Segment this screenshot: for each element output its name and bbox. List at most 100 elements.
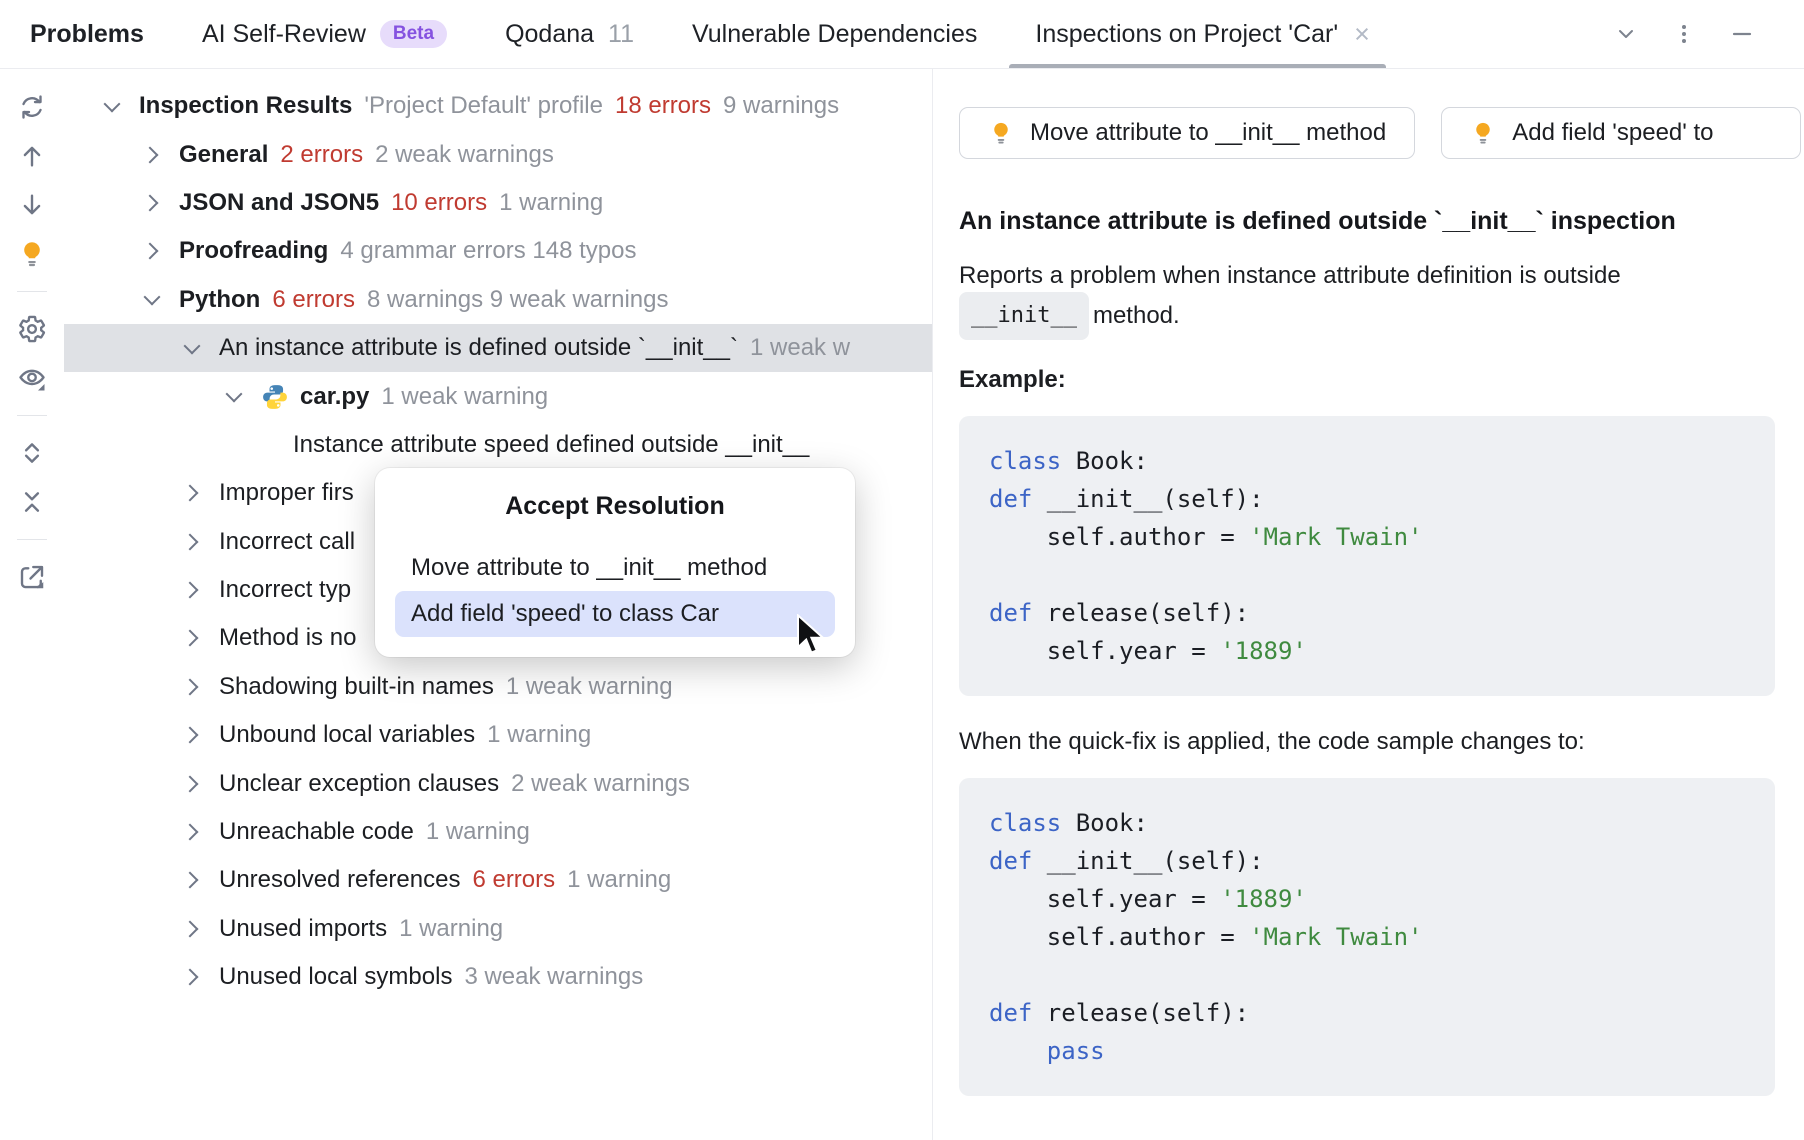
error-count: 2 errors: [280, 140, 364, 168]
chevron-right-icon[interactable]: [180, 629, 204, 647]
error-count: 6 errors: [472, 866, 556, 894]
inspection-details-panel: Move attribute to __init__ method Add fie…: [933, 69, 1804, 1140]
tree-row-an-instance-attribute-is-defined-outside-init[interactable]: An instance attribute is defined outside…: [64, 323, 932, 373]
popup-item-add-field-speed-to-class-car[interactable]: Add field 'speed' to class Car: [395, 591, 835, 637]
init-code-chip: __init__: [959, 292, 1089, 340]
warning-count: 'Project Default' profile: [364, 92, 603, 120]
tab-count: 11: [608, 19, 634, 48]
tree-row-incorrect-call[interactable]: Incorrect call: [64, 518, 932, 566]
toolbar-divider: [17, 291, 47, 292]
tree-row-label: Unbound local variables: [219, 721, 476, 749]
arrow-down-icon[interactable]: [17, 190, 47, 220]
tree-row-label: Instance attribute speed defined outside…: [293, 430, 810, 458]
warning-count: 8 warnings 9 weak warnings: [367, 285, 669, 313]
code-sample-before: class Book:def __init__(self): self.auth…: [959, 416, 1775, 696]
chevron-down-icon[interactable]: [140, 288, 164, 306]
code-line: self.author = 'Mark Twain': [989, 923, 1423, 951]
chevron-right-icon[interactable]: [180, 533, 204, 551]
tree-row-label: Unused imports: [219, 914, 388, 942]
chevron-right-icon[interactable]: [180, 871, 204, 889]
chevron-down-icon[interactable]: [222, 385, 246, 403]
tree-row-proofreading[interactable]: Proofreading 4 grammar errors 148 typos: [64, 227, 932, 275]
tab-bar-controls: [1614, 0, 1804, 68]
chevron-right-icon[interactable]: [180, 484, 204, 502]
warning-count: 2 weak warnings: [511, 769, 690, 797]
problems-side-toolbar: [0, 69, 64, 1140]
minimize-icon[interactable]: [1730, 22, 1754, 46]
code-line: [989, 956, 1745, 994]
chevron-right-icon[interactable]: [140, 146, 164, 164]
collapse-all-icon[interactable]: [17, 487, 47, 517]
warning-count: 1 warning: [399, 914, 504, 942]
code-line: def __init__(self):: [989, 485, 1264, 513]
error-count: 18 errors: [614, 92, 712, 120]
settings-gear-icon[interactable]: [17, 314, 47, 344]
code-line: def release(self):: [989, 599, 1250, 627]
tree-row-label: Incorrect typ: [219, 576, 352, 604]
view-options-eye-icon[interactable]: [17, 363, 47, 393]
tree-row-unused-imports[interactable]: Unused imports 1 warning: [64, 905, 932, 953]
chevron-right-icon[interactable]: [180, 968, 204, 986]
chevron-down-icon[interactable]: [180, 337, 204, 355]
description-suffix: method.: [1092, 302, 1180, 329]
tree-row-instance-attribute-speed-defined-outside-init[interactable]: Instance attribute speed defined outside…: [64, 421, 932, 469]
chevron-down-icon[interactable]: [1614, 22, 1638, 46]
open-in-new-window-icon[interactable]: [17, 562, 47, 592]
tree-row-label: Proofreading: [179, 237, 329, 265]
chevron-down-icon[interactable]: [100, 95, 124, 113]
kebab-menu-icon[interactable]: [1672, 22, 1696, 46]
popup-title: Accept Resolution: [505, 492, 725, 520]
tab-label: Inspections on Project 'Car': [1035, 19, 1339, 48]
tab-label: AI Self-Review: [201, 19, 366, 48]
chevron-right-icon[interactable]: [180, 726, 204, 744]
tab-problems[interactable]: Problems: [30, 0, 144, 68]
warning-count: 1 warning: [425, 818, 530, 846]
arrow-up-icon[interactable]: [17, 141, 47, 171]
expand-all-icon[interactable]: [17, 438, 47, 468]
toolbar-divider: [17, 539, 47, 540]
tree-row-label: Inspection Results: [139, 92, 353, 120]
tree-row-improper-firs[interactable]: Improper firs: [64, 469, 932, 517]
chevron-right-icon[interactable]: [180, 775, 204, 793]
tree-row-inspection-results[interactable]: Inspection Results 'Project Default' prof…: [64, 82, 932, 130]
warning-count: 4 grammar errors 148 typos: [340, 237, 637, 265]
popup-item-move-attribute-to-init-method[interactable]: Move attribute to __init__ method: [411, 554, 768, 581]
code-line: self.author = 'Mark Twain': [989, 523, 1423, 551]
tree-row-unreachable-code[interactable]: Unreachable code 1 warning: [64, 808, 932, 856]
quick-fix-lightbulb-icon[interactable]: [17, 239, 47, 269]
chevron-right-icon[interactable]: [140, 194, 164, 212]
chevron-right-icon[interactable]: [180, 920, 204, 938]
quick-fix-transition-text: When the quick-fix is applied, the code …: [959, 728, 1585, 755]
refresh-icon[interactable]: [17, 92, 47, 122]
tree-row-incorrect-typ[interactable]: Incorrect typ: [64, 566, 932, 614]
quick-fix-button-add-field-speed-to[interactable]: Add field 'speed' to: [1441, 107, 1802, 159]
panel-splitter[interactable]: [932, 69, 933, 1140]
chevron-right-icon[interactable]: [180, 581, 204, 599]
chevron-right-icon[interactable]: [140, 242, 164, 260]
chevron-right-icon[interactable]: [180, 678, 204, 696]
tab-vulnerable-dependencies[interactable]: Vulnerable Dependencies: [692, 0, 977, 68]
accept-resolution-popup: Accept Resolution Move attribute to __in…: [375, 468, 855, 657]
close-tab-icon[interactable]: ×: [1354, 18, 1370, 49]
tree-row-method-is-no[interactable]: Method is no: [64, 614, 932, 662]
tree-row-label: Improper firs: [219, 479, 354, 507]
mouse-cursor: [796, 613, 832, 661]
quick-fix-button-move-attribute-to-init-method[interactable]: Move attribute to __init__ method: [959, 107, 1416, 159]
tab-inspections-on-project-car[interactable]: Inspections on Project 'Car' ×: [1009, 0, 1386, 68]
chevron-right-icon[interactable]: [180, 823, 204, 841]
tree-row-label: Unreachable code: [219, 818, 414, 846]
code-line: [989, 556, 1745, 594]
tree-row-label: Python: [179, 285, 261, 313]
